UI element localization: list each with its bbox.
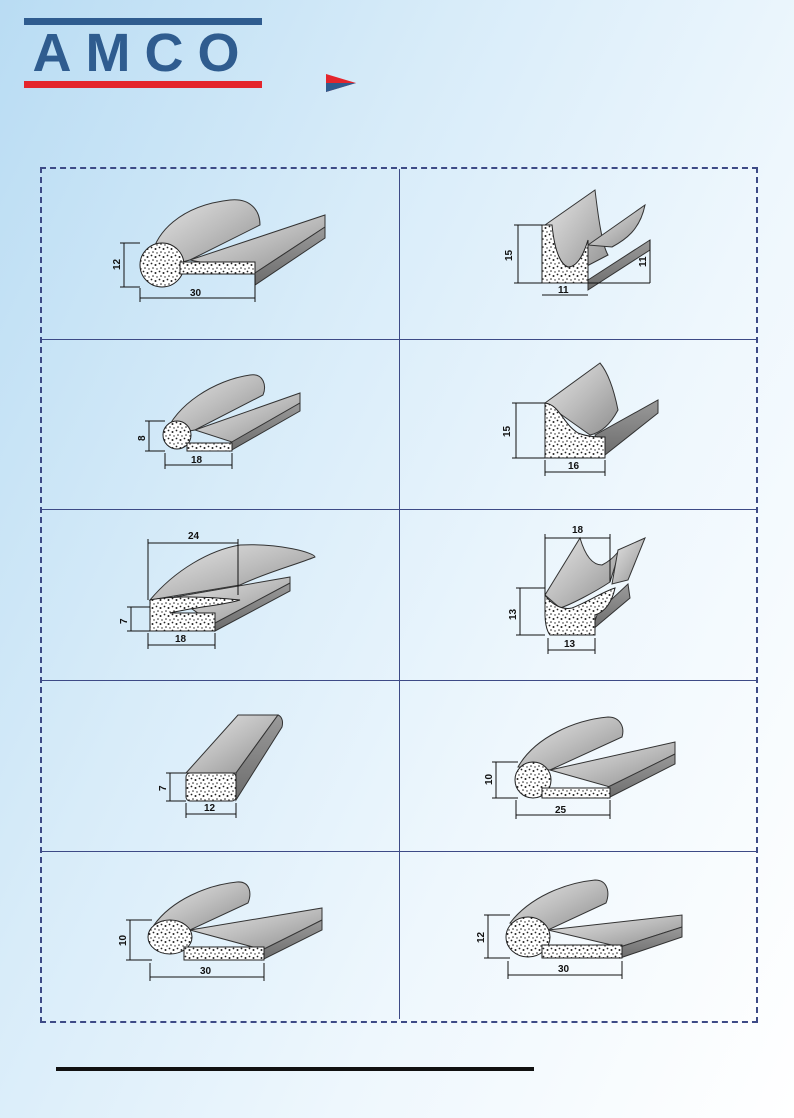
profile-9-height: 10 — [118, 934, 129, 946]
profile-2-height: 15 — [504, 249, 515, 261]
profile-7-drawing: 7 12 — [158, 714, 283, 818]
play-arrow-icon — [326, 74, 356, 92]
profile-1: 12 30 — [110, 190, 350, 310]
profile-5: 24 7 18 — [115, 525, 325, 655]
profile-2-height2: 11 — [638, 256, 649, 267]
grid-divider-row-1 — [42, 339, 756, 340]
profile-1-height: 12 — [112, 258, 123, 270]
profile-4: 15 16 — [500, 355, 680, 485]
profile-4-width: 16 — [568, 461, 580, 472]
profile-1-drawing: 12 30 — [112, 199, 326, 302]
profile-10-drawing: 12 30 — [476, 879, 683, 979]
grid-divider-row-4 — [42, 851, 756, 852]
profile-9-drawing: 10 30 — [118, 881, 323, 981]
profile-5-top: 24 — [188, 531, 200, 542]
profile-9-width: 30 — [200, 966, 212, 977]
profile-10-width: 30 — [558, 964, 570, 975]
profile-5-drawing: 24 7 18 — [119, 531, 316, 649]
profile-8-height: 10 — [484, 773, 495, 785]
profile-6-top: 18 — [572, 525, 584, 536]
profile-7-width: 12 — [204, 803, 216, 814]
logo-top-bar — [24, 18, 262, 25]
profile-2-width: 11 — [558, 285, 569, 296]
profile-6: 18 13 13 — [500, 520, 680, 660]
profile-8: 10 25 — [480, 712, 680, 822]
profile-2-drawing: 15 11 11 — [504, 189, 651, 296]
profile-1-width: 30 — [190, 288, 202, 299]
profile-2: 15 11 11 — [500, 185, 680, 305]
profile-3-width: 18 — [191, 455, 203, 466]
profile-10-height: 12 — [476, 931, 487, 943]
profile-6-drawing: 18 13 13 — [508, 525, 646, 654]
profile-6-height: 13 — [508, 608, 519, 620]
profile-8-drawing: 10 25 — [484, 716, 676, 819]
grid-divider-row-3 — [42, 680, 756, 681]
profile-3-drawing: 8 18 — [137, 374, 301, 469]
profile-9: 10 30 — [112, 875, 342, 990]
footer-rule — [56, 1067, 534, 1071]
profile-7-height: 7 — [158, 785, 169, 791]
profile-4-drawing: 15 16 — [502, 362, 659, 476]
profile-3-height: 8 — [137, 435, 148, 441]
logo-wordmark: AMCO — [32, 23, 254, 83]
grid-divider-vertical — [399, 169, 400, 1019]
profile-7: 7 12 — [150, 705, 300, 825]
profile-10: 12 30 — [470, 875, 700, 990]
logo-bottom-bar — [24, 81, 262, 88]
profile-4-height: 15 — [502, 425, 513, 437]
profile-5-width: 18 — [175, 634, 187, 645]
profile-3: 8 18 — [135, 365, 315, 475]
profile-6-width: 13 — [564, 639, 576, 650]
profiles-frame — [40, 167, 758, 1023]
amco-logo: AMCO — [24, 18, 262, 90]
profile-8-width: 25 — [555, 805, 567, 816]
grid-divider-row-2 — [42, 509, 756, 510]
profile-5-height: 7 — [119, 618, 130, 624]
